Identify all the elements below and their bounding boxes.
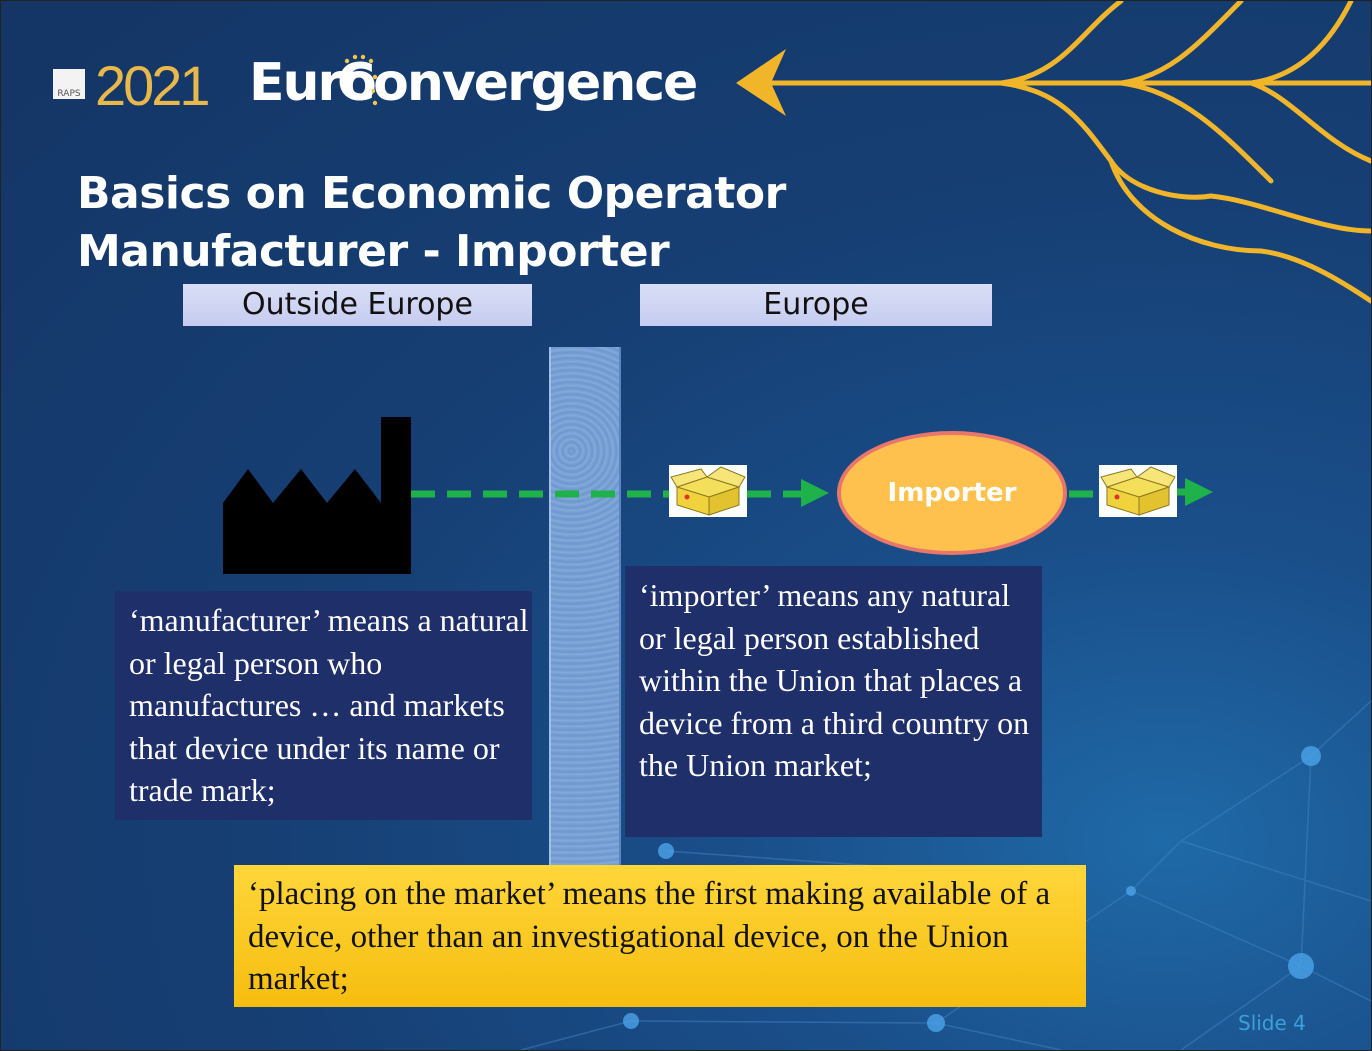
manufacturer-definition-text: ‘manufacturer’ means a natural or legal …: [129, 602, 529, 808]
slide-number: Slide 4: [1238, 1011, 1306, 1035]
importer-definition-text: ‘importer’ means any natural or legal pe…: [639, 577, 1030, 783]
importer-definition: ‘importer’ means any natural or legal pe…: [625, 566, 1042, 837]
placing-on-market-text: ‘placing on the market’ means the first …: [248, 876, 1051, 997]
manufacturer-definition: ‘manufacturer’ means a natural or legal …: [115, 591, 532, 820]
open-box-icon: [1100, 466, 1176, 516]
title-line-1: Basics on Economic Operator: [77, 168, 786, 219]
gold-branching-arrow: [758, 1, 1371, 304]
slide-title: Basics on Economic Operator Manufacturer…: [77, 165, 786, 281]
logo-convergence: Convergence: [337, 53, 698, 113]
raps-logo-mark: RAPS: [53, 69, 85, 99]
eu-stars-icon: [344, 54, 378, 106]
product-box-icon: [1099, 465, 1177, 517]
factory-icon: [223, 417, 411, 574]
logo-euro: Euro: [249, 53, 377, 113]
importer-node: Importer: [837, 431, 1067, 555]
logo-year: 2021: [95, 54, 211, 117]
outside-europe-label: Outside Europe: [183, 284, 532, 326]
gold-arrow-head: [736, 49, 786, 116]
importer-label: Importer: [887, 478, 1017, 508]
product-box-icon: [669, 465, 747, 517]
open-box-icon: [670, 466, 746, 516]
europe-label: Europe: [640, 284, 992, 326]
network-nodes: [623, 746, 1321, 1032]
title-line-2: Manufacturer - Importer: [77, 226, 670, 277]
placing-on-market-definition: ‘placing on the market’ means the first …: [234, 865, 1086, 1007]
border-wall: [549, 347, 621, 867]
